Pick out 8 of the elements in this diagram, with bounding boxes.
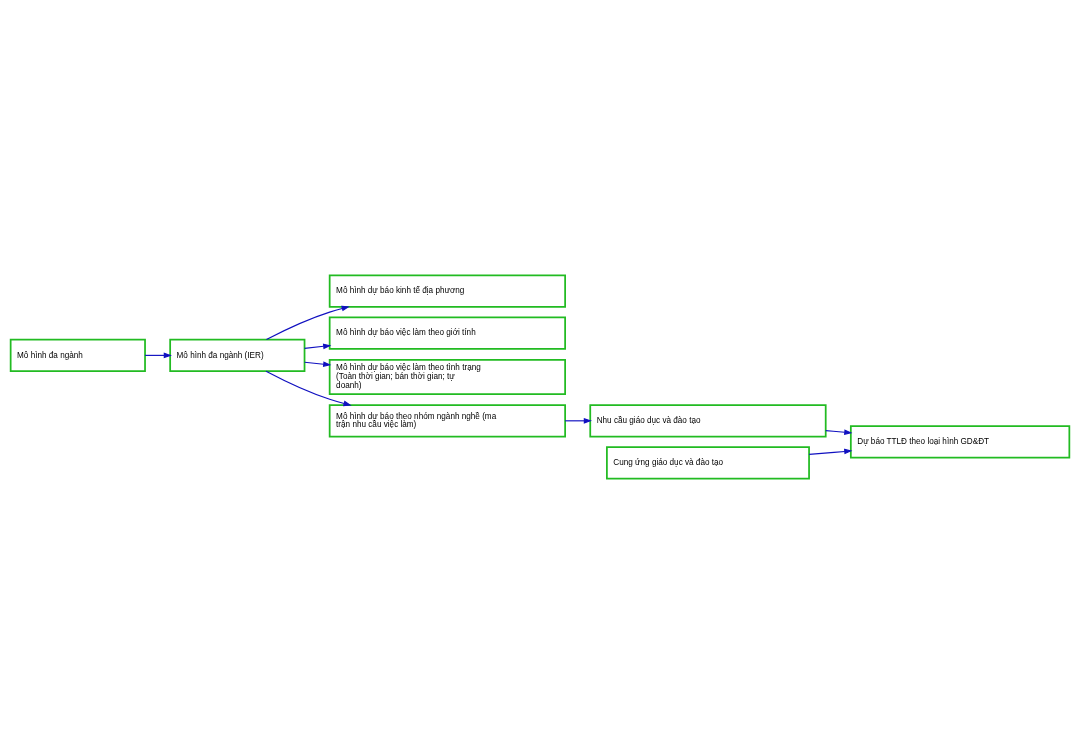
arrow [265,305,350,340]
arrow [304,342,332,349]
arrow [825,428,853,435]
arrow [144,352,172,358]
arrow [564,417,592,424]
arrow [808,448,853,455]
arrow [265,370,352,406]
arrow [304,360,332,367]
